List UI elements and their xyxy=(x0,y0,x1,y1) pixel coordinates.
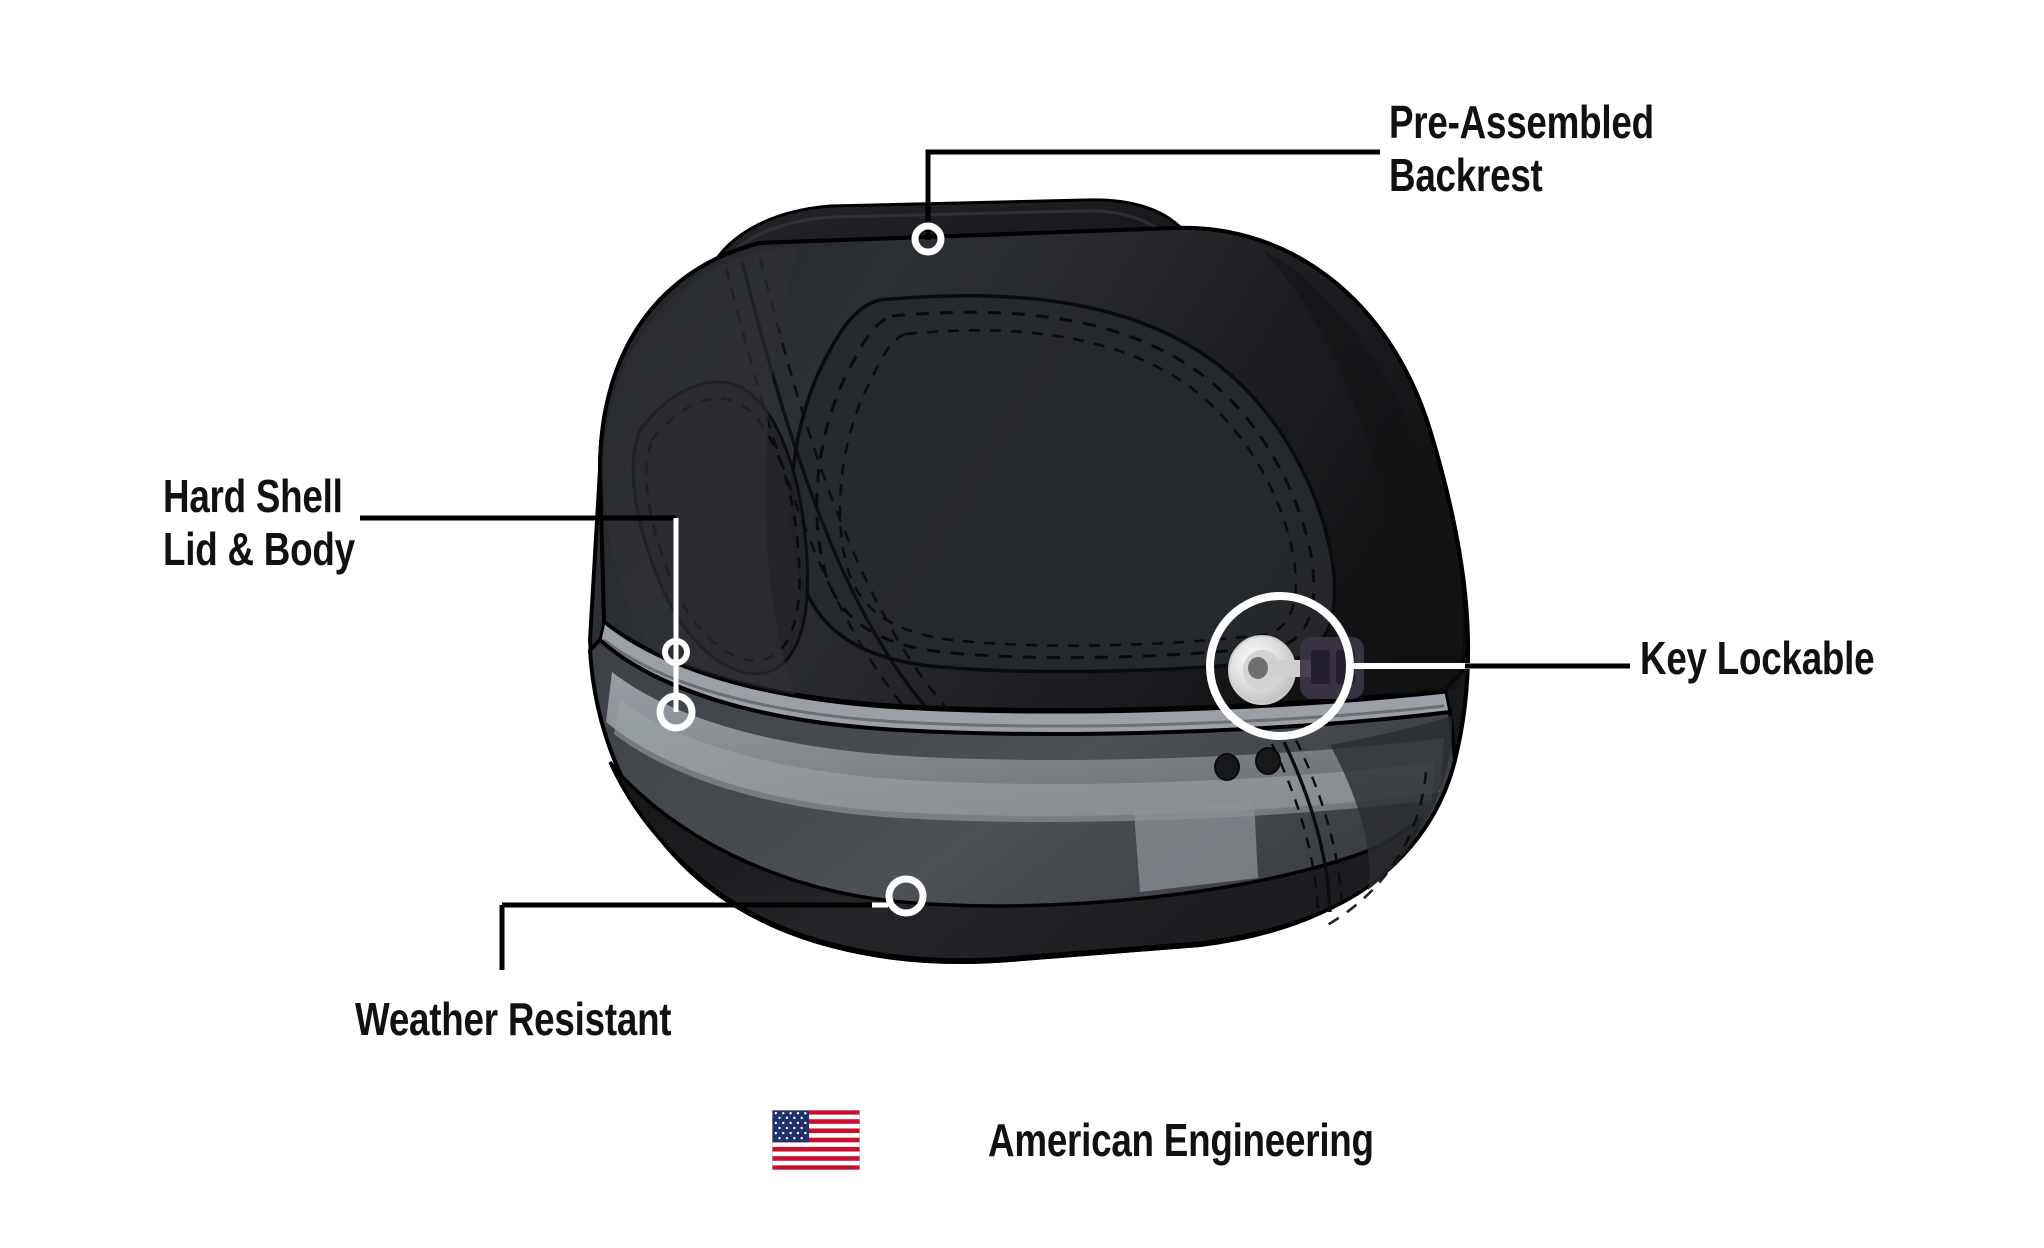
callout-marker-hard-shell-lid xyxy=(662,638,690,666)
callout-label-weather-resistant: Weather Resistant xyxy=(355,993,672,1045)
leader-key-lockable xyxy=(1206,592,1630,740)
badge-text: American Engineering xyxy=(988,1114,1374,1166)
callout-label-key-lockable: Key Lockable xyxy=(1640,632,1875,684)
callout-label-backrest: Pre-Assembled Backrest xyxy=(1389,96,1654,202)
stitch-line-inner xyxy=(838,329,1298,647)
callout-leaders xyxy=(360,149,1630,970)
callout-label-hard-shell: Hard Shell Lid & Body xyxy=(163,470,355,576)
callout-marker-weather xyxy=(885,875,927,917)
us-flag-icon xyxy=(772,1110,860,1170)
hard-shell-body xyxy=(587,637,1458,964)
stitch-line-left xyxy=(645,397,801,662)
rivet-studs xyxy=(1214,747,1281,781)
leader-backrest xyxy=(911,149,1380,256)
callout-marker-hard-shell-body xyxy=(656,692,696,732)
leader-hard-shell xyxy=(360,515,696,732)
callout-marker-backrest xyxy=(911,222,945,256)
american-engineering-badge: American Engineering xyxy=(772,1110,1470,1170)
leader-weather-resistant xyxy=(499,875,927,970)
